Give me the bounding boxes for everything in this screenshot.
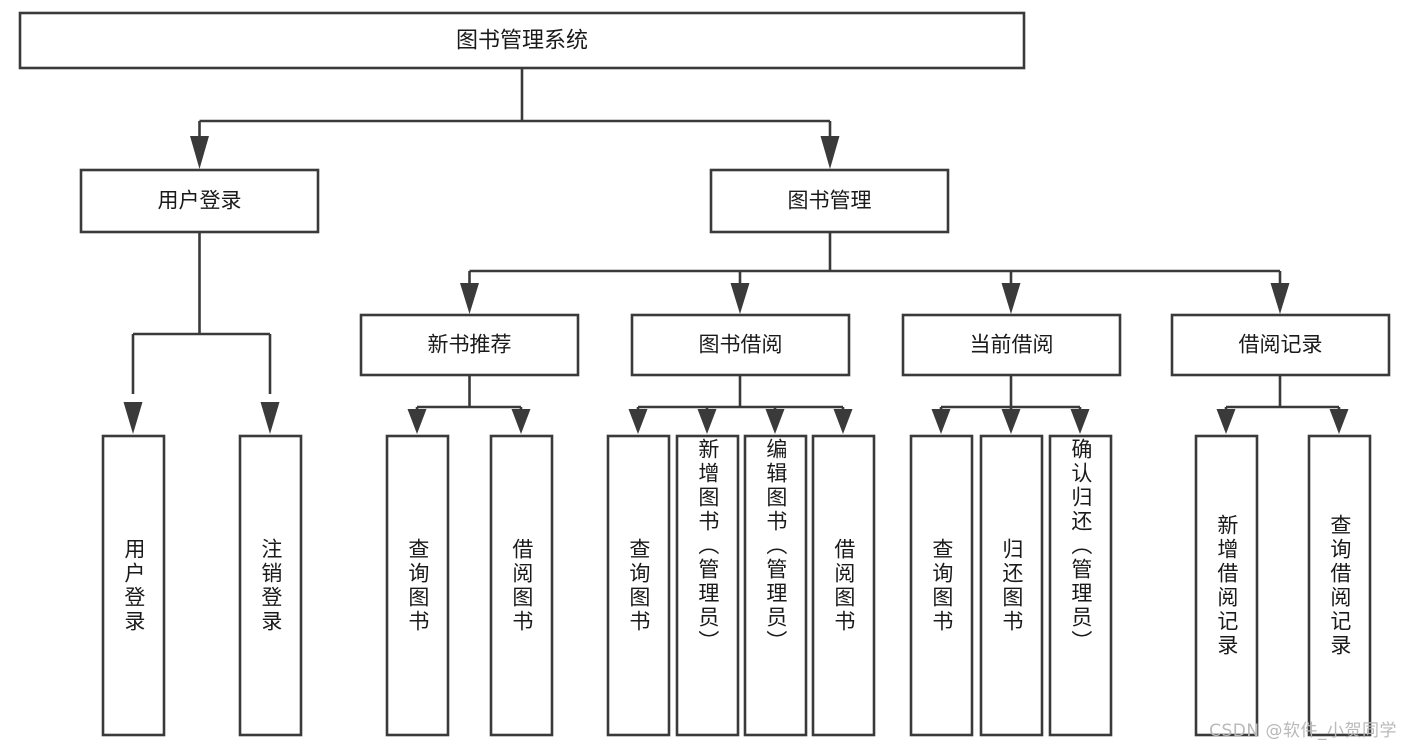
arrow-bb-to-leaf2 xyxy=(697,409,717,434)
node-leaf-add-book-box[interactable] xyxy=(675,434,740,737)
node-borrow-record-label: 借阅记录 xyxy=(1239,333,1323,357)
node-book-manage-box[interactable] xyxy=(709,168,950,234)
arrow-bb-to-leaf1 xyxy=(628,409,648,434)
arrow-bb-to-leaf3 xyxy=(765,409,785,434)
node-leaf-user-login-box[interactable] xyxy=(101,434,166,737)
arrow-ul-to-leaf1 xyxy=(123,402,143,434)
node-current-borrow-label: 当前借阅 xyxy=(970,333,1054,357)
node-leaf-confirm-return-box[interactable] xyxy=(1048,434,1113,737)
node-current-borrow-box[interactable] xyxy=(901,313,1122,377)
node-root-box[interactable] xyxy=(18,11,1026,70)
node-borrow-record-box[interactable] xyxy=(1170,313,1391,377)
node-book-borrow-box[interactable] xyxy=(630,313,851,377)
node-leaf-add-record-box[interactable] xyxy=(1194,434,1259,737)
node-leaf-borrow-book-1-box[interactable] xyxy=(489,434,554,737)
node-leaf-query-book-1-box[interactable] xyxy=(385,434,450,737)
node-leaf-edit-book-box[interactable] xyxy=(743,434,808,737)
node-book-manage-label: 图书管理 xyxy=(788,189,872,213)
node-leaf-return-book-box[interactable] xyxy=(979,434,1044,737)
arrow-br-to-leaf2 xyxy=(1329,409,1349,434)
node-leaf-borrow-book-2-box[interactable] xyxy=(811,434,876,737)
node-user-login-label: 用户登录 xyxy=(158,189,242,213)
arrow-bm-to-newbook xyxy=(460,283,479,314)
arrow-cb-to-leaf3 xyxy=(1070,409,1090,434)
arrow-nb-to-leaf2 xyxy=(511,409,531,434)
arrow-cb-to-leaf2 xyxy=(1001,409,1021,434)
node-leaf-query-record-box[interactable] xyxy=(1307,434,1372,737)
node-leaf-user-logout-box[interactable] xyxy=(238,434,303,737)
node-leaf-query-book-2-box[interactable] xyxy=(606,434,671,737)
arrow-bb-to-leaf4 xyxy=(833,409,853,434)
arrow-root-to-book-manage xyxy=(820,136,840,169)
arrow-root-to-user-login xyxy=(190,136,209,169)
node-new-book-recommend-label: 新书推荐 xyxy=(428,333,512,357)
arrow-br-to-leaf1 xyxy=(1216,409,1236,434)
node-leaf-query-book-3-box[interactable] xyxy=(909,434,974,737)
arrow-bm-to-currentborrow xyxy=(1001,283,1021,314)
node-group: 图书管理系统 用户登录 图书管理 新书推荐 图书借阅 当前借阅 借阅记录 xyxy=(18,11,1391,737)
arrow-ul-to-leaf2 xyxy=(260,402,280,434)
node-book-borrow-label: 图书借阅 xyxy=(699,333,783,357)
csdn-watermark: CSDN @软件_小贺同学 xyxy=(1209,721,1397,741)
node-user-login-box[interactable] xyxy=(79,168,320,234)
arrow-nb-to-leaf1 xyxy=(407,409,427,434)
arrow-cb-to-leaf1 xyxy=(931,409,951,434)
node-root-label: 图书管理系统 xyxy=(456,29,588,54)
arrow-bm-to-bookborrow xyxy=(730,283,750,314)
arrow-bm-to-borrowrecord xyxy=(1270,283,1290,314)
node-new-book-recommend-box[interactable] xyxy=(359,313,580,377)
connector-group xyxy=(123,68,1349,434)
